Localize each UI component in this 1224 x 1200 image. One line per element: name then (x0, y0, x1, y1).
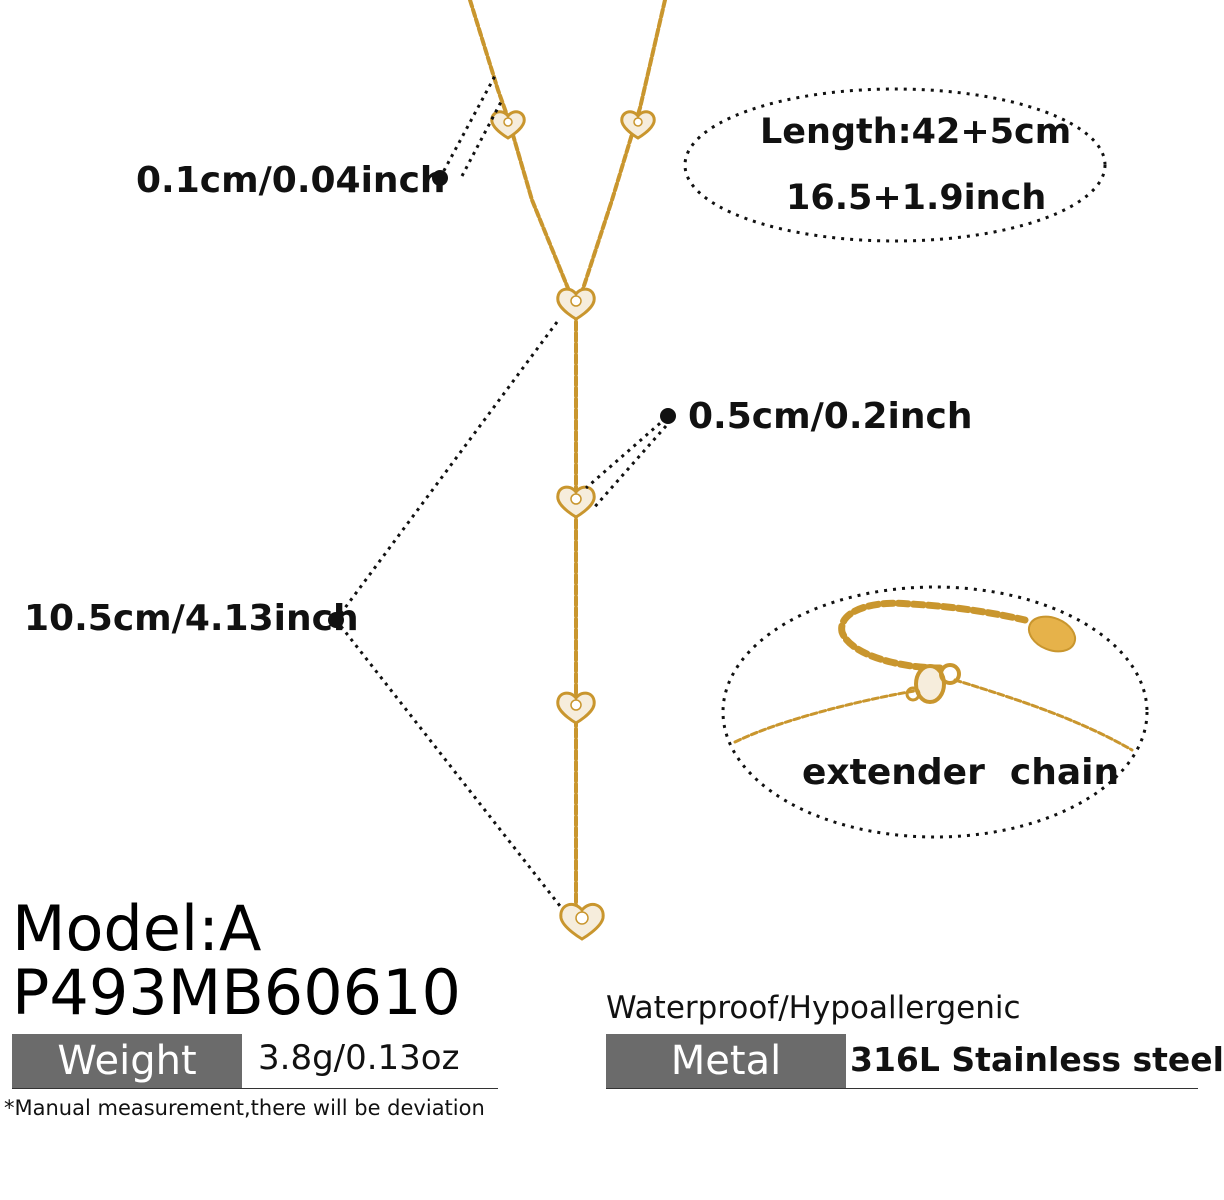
metal-rule (606, 1088, 1198, 1089)
metal-label: Metal (606, 1034, 846, 1088)
product-sku: P493MB60610 (12, 956, 461, 1029)
model-name: Model:A (12, 892, 262, 965)
measurement-note: *Manual measurement,there will be deviat… (4, 1096, 485, 1120)
extender-callout-ellipse (721, 585, 1149, 839)
pendant-size-marker (432, 170, 448, 186)
drop-length-marker (328, 612, 344, 628)
heart-charm-icon (556, 691, 596, 725)
measurement-leaders (334, 73, 668, 907)
heart-charm-icon (556, 485, 596, 519)
heart-size-marker (660, 408, 676, 424)
weight-label: Weight (12, 1034, 242, 1088)
lobster-clasp-icon (905, 663, 961, 704)
heart-charm-icon (556, 287, 596, 321)
length-callout-ellipse (683, 87, 1107, 243)
weight-value: 3.8g/0.13oz (258, 1038, 460, 1078)
length-metric: Length:42+5cm (760, 112, 1072, 152)
extender-chain-detail (733, 599, 1134, 752)
drop-length-label: 10.5cm/4.13inch (24, 598, 359, 639)
heart-charm-icon (620, 110, 656, 140)
heart-size-label: 0.5cm/0.2inch (688, 396, 973, 437)
pendant-size-label: 0.1cm/0.04inch (136, 160, 446, 201)
features-label: Waterproof/Hypoallergenic (606, 990, 1021, 1026)
metal-value: 316L Stainless steel (850, 1040, 1224, 1079)
heart-charm-icon (490, 110, 526, 140)
length-imperial: 16.5+1.9inch (786, 178, 1047, 218)
extender-chain-label: extender chain (802, 752, 1120, 793)
heart-charm-icon (559, 902, 605, 941)
weight-rule (12, 1088, 498, 1089)
tag-icon (1027, 615, 1077, 653)
